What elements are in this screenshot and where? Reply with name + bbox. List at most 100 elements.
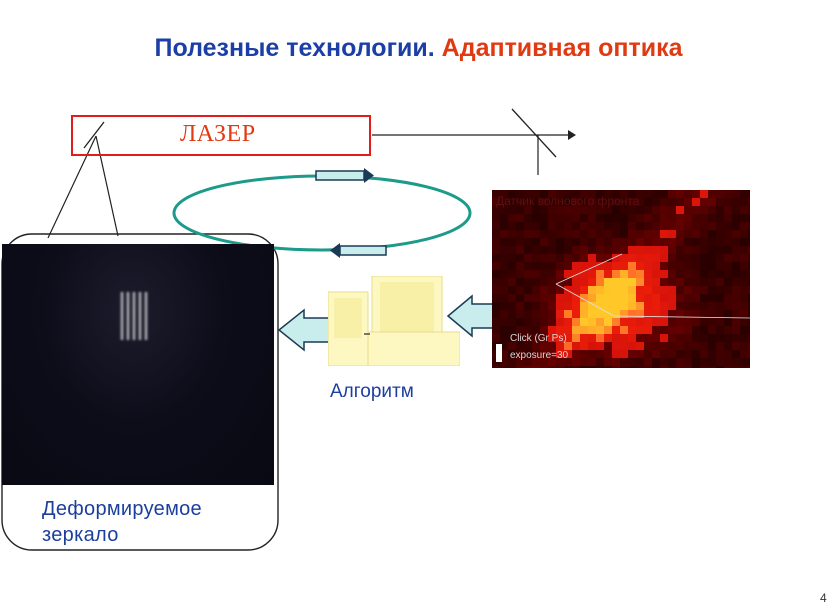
wavefront-pixel — [644, 222, 652, 230]
wavefront-pixel — [732, 214, 740, 222]
wavefront-pixel — [604, 230, 612, 238]
wavefront-pixel — [540, 262, 548, 270]
wavefront-caption-1: Click (Gr Ps) — [510, 333, 567, 344]
wavefront-pixel — [572, 222, 580, 230]
wavefront-pixel — [628, 366, 636, 368]
wavefront-pixel — [652, 246, 660, 254]
wavefront-pixel — [596, 246, 604, 254]
wavefront-pixel — [564, 286, 572, 294]
wavefront-pixel — [572, 238, 580, 246]
wavefront-pixel — [548, 310, 556, 318]
wavefront-pixel — [716, 262, 724, 270]
wavefront-pixel — [596, 350, 604, 358]
wavefront-pixel — [668, 230, 676, 238]
wavefront-pixel — [708, 262, 716, 270]
wavefront-pixel — [740, 238, 748, 246]
wavefront-pixel — [508, 310, 516, 318]
wavefront-pixel — [732, 366, 740, 368]
wavefront-pixel — [540, 222, 548, 230]
wavefront-pixel — [652, 230, 660, 238]
wavefront-pixel — [676, 222, 684, 230]
wavefront-pixel — [676, 318, 684, 326]
wavefront-pixel — [620, 302, 628, 310]
wavefront-pixel — [516, 222, 524, 230]
wavefront-pixel — [724, 350, 732, 358]
wavefront-pixel — [708, 190, 716, 198]
wavefront-pixel — [532, 246, 540, 254]
wavefront-pixel — [628, 294, 636, 302]
wavefront-pixel — [644, 342, 652, 350]
wavefront-pixel — [748, 334, 750, 342]
wavefront-pixel — [692, 214, 700, 222]
wavefront-pixel — [564, 254, 572, 262]
wavefront-pixel — [636, 254, 644, 262]
wavefront-pixel — [692, 318, 700, 326]
wavefront-pixel — [740, 190, 748, 198]
wavefront-pixel — [500, 286, 508, 294]
wavefront-pixel — [724, 326, 732, 334]
wavefront-pixel — [716, 254, 724, 262]
wavefront-pixel — [500, 310, 508, 318]
wavefront-pixel — [652, 326, 660, 334]
wavefront-pixel — [508, 214, 516, 222]
wavefront-pixel — [620, 358, 628, 366]
wavefront-pixel — [588, 318, 596, 326]
wavefront-pixel — [492, 286, 500, 294]
wavefront-pixel — [564, 366, 572, 368]
wavefront-pixel — [612, 222, 620, 230]
wavefront-pixel — [580, 318, 588, 326]
wavefront-pixel — [700, 214, 708, 222]
wavefront-pixel — [732, 286, 740, 294]
wavefront-pixel — [620, 342, 628, 350]
wavefront-pixel — [708, 270, 716, 278]
wavefront-pixel — [596, 358, 604, 366]
wavefront-pixel — [748, 278, 750, 286]
wavefront-pixel — [652, 262, 660, 270]
wavefront-pixel — [508, 238, 516, 246]
wavefront-pixel — [516, 310, 524, 318]
wavefront-pixel — [620, 246, 628, 254]
wavefront-pixel — [500, 302, 508, 310]
wavefront-pixel — [652, 254, 660, 262]
wavefront-pixel — [540, 366, 548, 368]
wavefront-pixel — [532, 366, 540, 368]
wavefront-pixel — [612, 310, 620, 318]
wavefront-pixel — [708, 222, 716, 230]
page-number: 4 — [820, 591, 827, 605]
wavefront-pixel — [660, 230, 668, 238]
wavefront-pixel — [644, 366, 652, 368]
wavefront-pixel — [588, 222, 596, 230]
wavefront-pixel — [620, 262, 628, 270]
wavefront-pixel — [700, 350, 708, 358]
wavefront-pixel — [596, 270, 604, 278]
wavefront-pixel — [660, 222, 668, 230]
wavefront-pixel — [532, 286, 540, 294]
wavefront-pixel — [588, 238, 596, 246]
wavefront-pixel — [516, 230, 524, 238]
wavefront-pixel — [492, 262, 500, 270]
wavefront-pixel — [612, 262, 620, 270]
wavefront-pixel — [580, 278, 588, 286]
wavefront-pixel — [580, 246, 588, 254]
wavefront-pixel — [564, 214, 572, 222]
wavefront-pixel — [492, 326, 500, 334]
wavefront-pixel — [548, 302, 556, 310]
wavefront-pixel — [716, 198, 724, 206]
wavefront-pixel — [508, 286, 516, 294]
wavefront-pixel — [716, 318, 724, 326]
wavefront-pixel — [740, 302, 748, 310]
wavefront-pixel — [644, 326, 652, 334]
wavefront-pixel — [732, 318, 740, 326]
wavefront-pixel — [548, 222, 556, 230]
wavefront-pixel — [660, 350, 668, 358]
wavefront-pixel — [628, 262, 636, 270]
wavefront-pixel — [500, 214, 508, 222]
wavefront-pixel — [508, 278, 516, 286]
wavefront-pixel — [572, 230, 580, 238]
wavefront-pixel — [676, 294, 684, 302]
wavefront-pixel — [636, 246, 644, 254]
wavefront-pixel — [620, 222, 628, 230]
wavefront-pixel — [564, 318, 572, 326]
wavefront-pixel — [524, 278, 532, 286]
wavefront-pixel — [660, 294, 668, 302]
